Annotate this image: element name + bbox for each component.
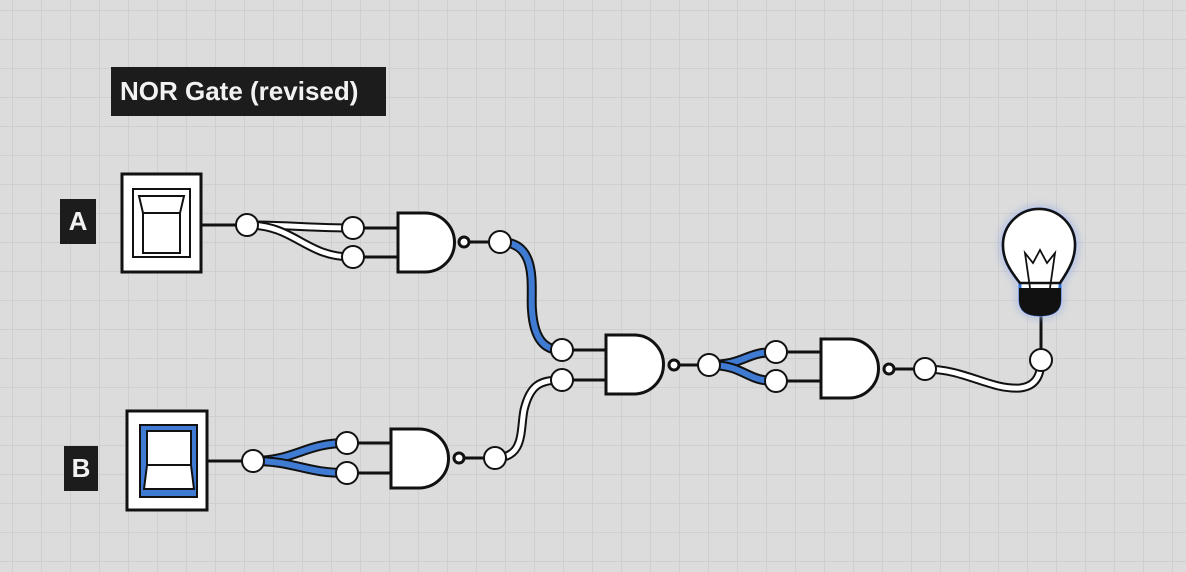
nand-gate-2[interactable] <box>389 427 466 490</box>
input-a-label: A <box>60 199 96 244</box>
switch-b[interactable] <box>125 409 209 512</box>
wire-gate1-to-gate3[interactable] <box>499 237 562 355</box>
connection-nodes[interactable] <box>235 213 1053 485</box>
gate-pin-stubs <box>358 226 914 475</box>
input-b-label: B <box>64 446 98 491</box>
nand-gate-4[interactable] <box>819 337 896 400</box>
wire-b-to-gate2-bottom[interactable] <box>252 456 347 478</box>
wire-gate4-to-bulb[interactable] <box>924 359 1046 393</box>
wire-gate2-to-gate3[interactable] <box>494 375 562 463</box>
light-bulb-detail <box>1001 207 1077 316</box>
wire-a-to-gate1-bottom[interactable] <box>246 220 353 262</box>
nand-gate-1[interactable] <box>396 211 471 274</box>
switch-a[interactable] <box>120 172 203 274</box>
nand-gate-3[interactable] <box>604 333 681 396</box>
circuit-title: NOR Gate (revised) <box>111 67 386 116</box>
